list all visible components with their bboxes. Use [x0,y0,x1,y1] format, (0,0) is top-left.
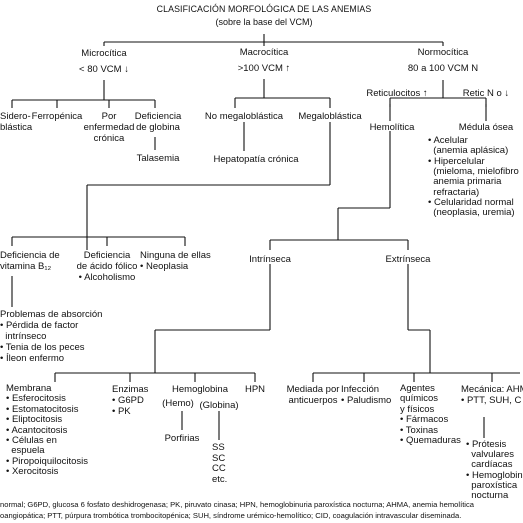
microcitica-vcm: < 80 VCM ↓ [79,64,129,75]
normocitica-vcm: 80 a 100 VCM N [407,63,479,74]
porfirias: Porfirias [164,433,200,444]
deficiencia-b12: Deficiencia de vitamina B₁₂ [0,250,60,272]
talasemia: Talasemia [136,153,180,164]
enfermedad-cronica: Por enfermedad crónica [83,111,135,144]
diagram-title: CLASIFICACIÓN MORFOLÓGICA DE LAS ANEMIAS [156,4,372,14]
deficiencia-acido-folico: Deficiencia de ácido fólico • Alcoholism… [76,250,138,283]
ninguna-de-ellas: Ninguna de ellas • Neoplasia [140,250,211,272]
ferropenica: Ferropénica [31,111,83,122]
protesis-valvulares: • Prótesis valvulares cardíacas • Hemogl… [466,439,523,502]
extrinseca: Extrínseca [385,254,431,265]
problemas-absorcion: Problemas de absorción • Pérdida de fact… [0,309,103,364]
normocitica-label: Normocítica [417,47,469,58]
hemolitica: Hemolítica [369,122,415,133]
medula-osea: Médula ósea [458,122,514,133]
microcitica-label: Microcítica [81,48,127,59]
agentes-quimicos-fisicos: Agentes químicos y físicos • Fármacos • … [400,383,461,447]
reticulocitos-up: Reticulocitos ↑ [366,88,428,99]
sideroblastica: Sidero- blástica [0,111,33,133]
hepatopatia-cronica: Hepatopatía crónica [213,154,299,165]
globina: (Globina) [199,400,239,411]
deficiencia-globina: Deficiencia de globina [134,111,182,133]
medula-acelular: • Acelular (anemia aplásica) [428,135,509,157]
infeccion: Infección • Paludismo [341,384,392,406]
macrocitica-label: Macrocítica [239,47,289,58]
mediada-por-anticuerpos: Mediada por anticuerpos [286,384,340,406]
footnote-line-1: normal; G6PD, glucosa 6 fosfato deshidro… [0,500,475,509]
reticulocitos-normal: Retic N o ↓ [462,88,510,99]
globina-variants: SS SC CC etc. [212,442,228,485]
intrinseca: Intrínseca [249,254,291,265]
macrocitica-vcm: >100 VCM ↑ [237,63,291,74]
medula-celularidad-normal: • Celularidad normal (neoplasia, uremia) [428,197,515,219]
footnote-line-2: oangiopática; PTT, púrpura trombótica tr… [0,511,462,520]
membrana: Membrana • Esferocitosis • Estomatocitos… [6,383,89,478]
hemo: (Hemo) [162,398,194,409]
enzimas: Enzimas • G6PD • PK [112,384,149,417]
hpn: HPN [244,384,266,395]
mecanica: Mecánica: AHM • PTT, SUH, C [461,384,523,406]
no-megaloblastica: No megaloblástica [204,111,284,122]
diagram-subtitle: (sobre la base del VCM) [215,17,313,27]
medula-hipercelular: • Hipercelular (mieloma, mielofibro anem… [428,156,519,198]
hemoglobina: Hemoglobina [172,384,228,395]
megaloblastica: Megaloblástica [298,111,362,122]
